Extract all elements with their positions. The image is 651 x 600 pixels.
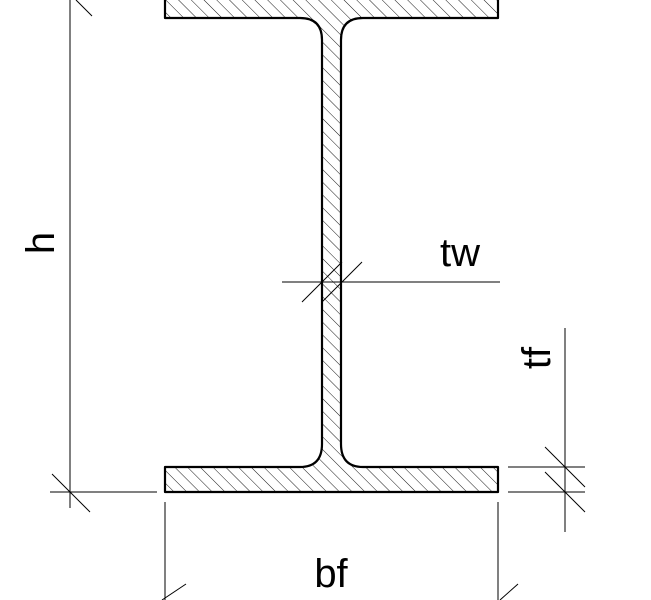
flange-thickness-tick-bottom <box>544 471 586 513</box>
flange-width-label: bf <box>314 552 348 596</box>
flange-width-tick-right <box>499 583 519 600</box>
flange-thickness-tick-top <box>544 446 586 488</box>
i-beam-profile <box>163 0 500 494</box>
flange-thickness-dimension <box>508 328 586 532</box>
i-beam-outline <box>163 0 500 494</box>
height-tick-top <box>75 0 93 17</box>
flange-width-dimension <box>161 502 519 600</box>
flange-thickness-label: tf <box>515 346 559 369</box>
web-thickness-dimension <box>282 261 500 303</box>
height-dimension <box>50 0 157 513</box>
height-label: h <box>19 232 63 254</box>
flange-width-tick-left <box>161 583 187 600</box>
web-thickness-tick-left <box>301 261 343 303</box>
web-thickness-tick-right <box>321 261 363 303</box>
height-tick-bottom <box>51 473 91 513</box>
web-thickness-label: tw <box>440 231 480 275</box>
